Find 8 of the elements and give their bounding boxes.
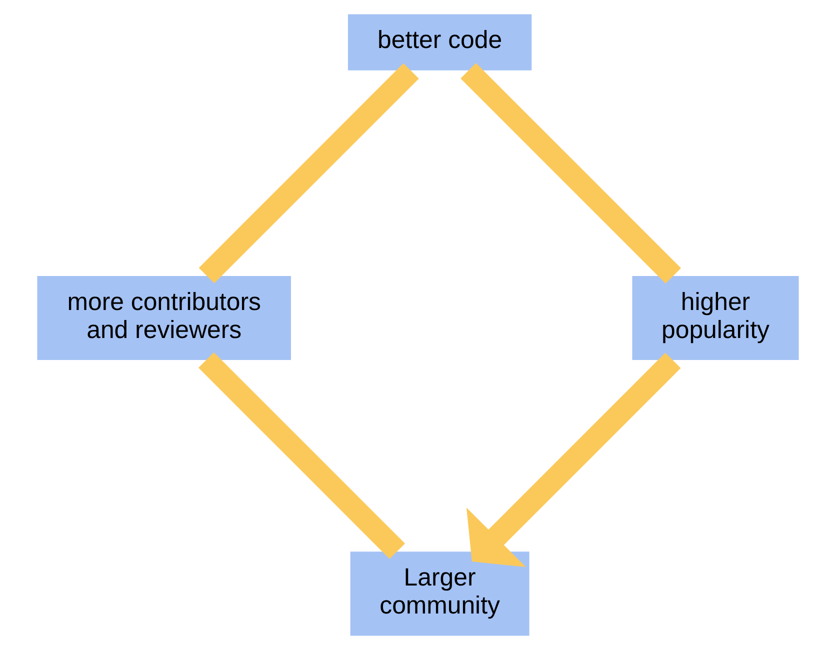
node-box: Larger community	[350, 552, 529, 636]
node-box: higher popularity	[632, 276, 798, 360]
connector	[198, 352, 405, 559]
connector	[198, 63, 418, 284]
connector	[460, 63, 680, 284]
arrow	[466, 352, 680, 568]
node-box: better code	[347, 14, 532, 70]
node-box: more contributors and reviewers	[36, 276, 290, 360]
